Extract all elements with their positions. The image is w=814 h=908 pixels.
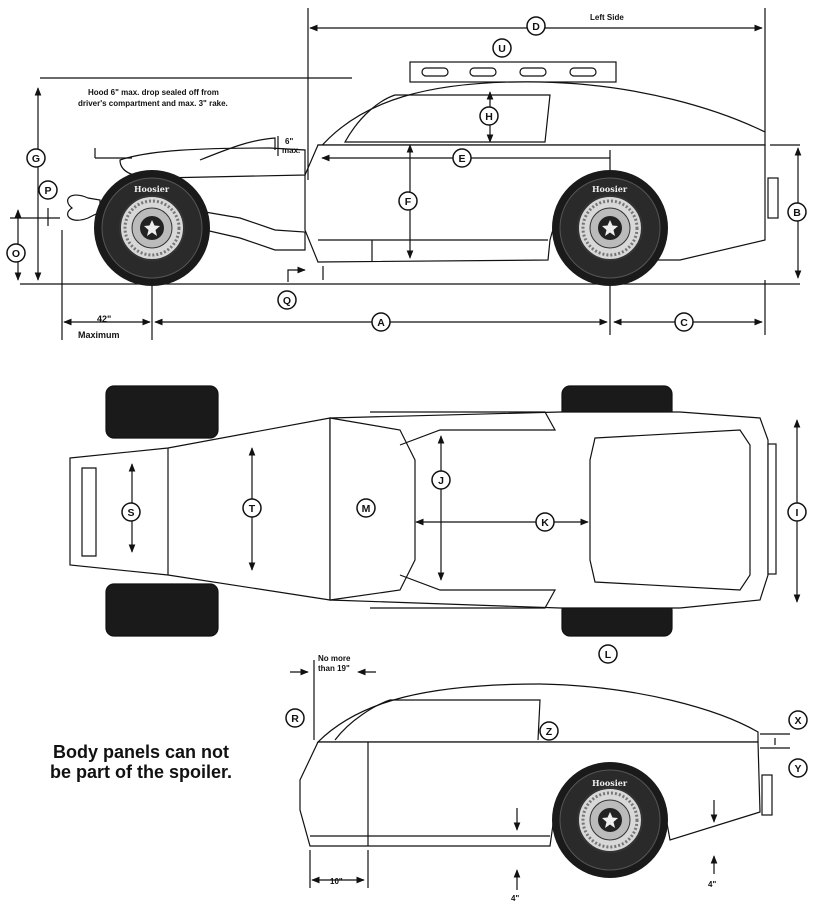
rear-deck (589, 429, 751, 591)
detail-view (290, 660, 790, 890)
label-u: U (492, 38, 512, 58)
hood-note-line1: Hood 6" max. drop sealed off from (88, 88, 219, 97)
svg-text:I: I (796, 507, 799, 519)
label-z: Z (539, 721, 559, 741)
rear-tire-brand: Hoosier (592, 184, 628, 194)
tail-light (767, 177, 779, 219)
detail-tail-light (761, 774, 773, 816)
hood-note-line2: driver's compartment and max. 3" rake. (78, 99, 228, 108)
label-r: R (285, 708, 305, 728)
bumper-top (81, 467, 97, 557)
body-side (304, 144, 766, 263)
spoiler-top (767, 443, 777, 575)
window-edge (370, 411, 557, 446)
window-edge (370, 574, 557, 609)
detail-tire-brand: Hoosier (592, 778, 628, 788)
label-e: E (452, 148, 472, 168)
svg-text:G: G (32, 153, 40, 165)
top-view (69, 385, 801, 637)
side-view (10, 8, 802, 340)
spoiler-slot (421, 67, 449, 77)
detail-window (334, 699, 541, 741)
spoiler-slot (519, 67, 547, 77)
maximum-text: Maximum (78, 330, 120, 340)
six-inch-text: 6" (285, 137, 293, 146)
label-i: I (787, 502, 807, 522)
hood (119, 147, 306, 179)
tire-front-left (105, 385, 219, 439)
svg-text:C: C (680, 317, 688, 329)
detail-roof (316, 683, 759, 743)
svg-text:F: F (405, 196, 412, 208)
hood-scoop (199, 137, 276, 161)
svg-text:D: D (532, 21, 540, 33)
svg-text:Z: Z (546, 726, 553, 738)
ten-inch-text: 10" (330, 877, 343, 886)
max-text: max. (282, 146, 300, 155)
label-h: H (479, 106, 499, 126)
label-j: J (431, 470, 451, 490)
front-frame (204, 211, 306, 251)
label-l: L (598, 644, 618, 664)
label-m: M (356, 498, 376, 518)
label-a: A (371, 312, 391, 332)
label-q: Q (277, 290, 297, 310)
roof (317, 81, 766, 152)
dim-line-q (287, 266, 306, 282)
svg-text:S: S (127, 507, 134, 519)
spoiler-slot (569, 67, 597, 77)
no-more-line2: than 19" (318, 664, 350, 673)
svg-text:Y: Y (794, 763, 801, 775)
front-overhang-text: 42" (97, 314, 111, 324)
svg-text:L: L (605, 649, 612, 661)
svg-text:A: A (377, 317, 385, 329)
label-k: K (535, 512, 555, 532)
nose-top (69, 417, 331, 601)
four-inch-right-text: 4" (708, 880, 716, 889)
svg-text:P: P (44, 185, 51, 197)
label-o: O (6, 243, 26, 263)
svg-text:T: T (249, 503, 256, 515)
svg-text:R: R (291, 713, 299, 725)
label-s: S (121, 502, 141, 522)
svg-text:U: U (498, 43, 506, 55)
label-t: T (242, 498, 262, 518)
body-note-line1: Body panels can not (52, 742, 230, 762)
detail-body (299, 741, 761, 847)
front-tire-brand: Hoosier (134, 184, 170, 194)
svg-text:E: E (458, 153, 465, 165)
body-panels-note: Body panels can not be part of the spoil… (18, 742, 264, 782)
label-p: P (38, 180, 58, 200)
front-bumper (67, 194, 101, 221)
svg-text:O: O (12, 248, 20, 260)
svg-text:X: X (794, 715, 801, 727)
spoiler-slot (469, 67, 497, 77)
no-more-line1: No more (318, 654, 351, 663)
label-f: F (398, 191, 418, 211)
svg-text:H: H (485, 111, 493, 123)
label-y: Y (788, 758, 808, 778)
tire-front-right (105, 583, 219, 637)
svg-text:M: M (362, 503, 371, 515)
windshield-top (329, 417, 416, 601)
left-side-text: Left Side (590, 13, 624, 22)
side-window (343, 94, 551, 143)
svg-text:Q: Q (283, 295, 291, 307)
label-g: G (26, 148, 46, 168)
svg-text:B: B (793, 207, 801, 219)
label-b: B (787, 202, 807, 222)
spoiler (409, 61, 617, 83)
four-inch-left-text: 4" (511, 894, 519, 903)
body-note-line2: be part of the spoiler. (49, 762, 233, 782)
label-c: C (674, 312, 694, 332)
svg-text:K: K (541, 517, 549, 529)
label-x: X (788, 710, 808, 730)
svg-text:J: J (438, 475, 444, 487)
label-d: D (526, 16, 546, 36)
